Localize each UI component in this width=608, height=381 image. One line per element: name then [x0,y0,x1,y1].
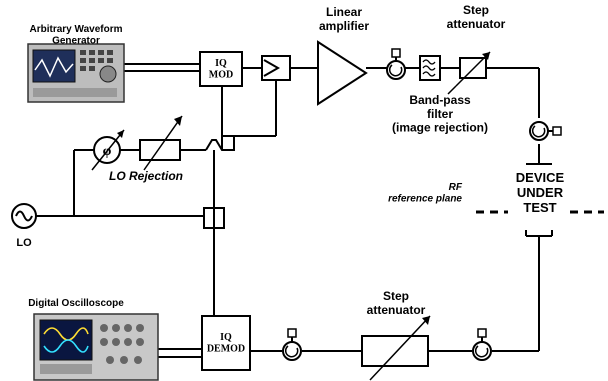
splitter [261,55,291,81]
iq-mod-block [199,51,243,87]
iq-demod-block [201,315,251,371]
step-attenuator-bottom [361,315,431,381]
circulator-bottom-left [282,328,302,361]
lo-source [11,203,37,229]
lo-rejection-attenuator [139,115,183,171]
step-attenuator-top [447,51,491,95]
circulator-top [386,48,406,80]
awg-instrument [27,43,125,103]
phase-adjust-arrow [91,129,125,171]
scope-label: Digital Oscilloscope [28,298,124,309]
circulator-bottom-right [472,328,492,361]
lo-rejection-label: LO Rejection [109,169,183,183]
oscilloscope-instrument [33,313,159,381]
circulator-right [529,121,562,141]
linear-amplifier [317,40,368,106]
lo-label: LO [16,237,32,249]
bandpass-filter [419,55,441,81]
wiring [36,63,604,358]
